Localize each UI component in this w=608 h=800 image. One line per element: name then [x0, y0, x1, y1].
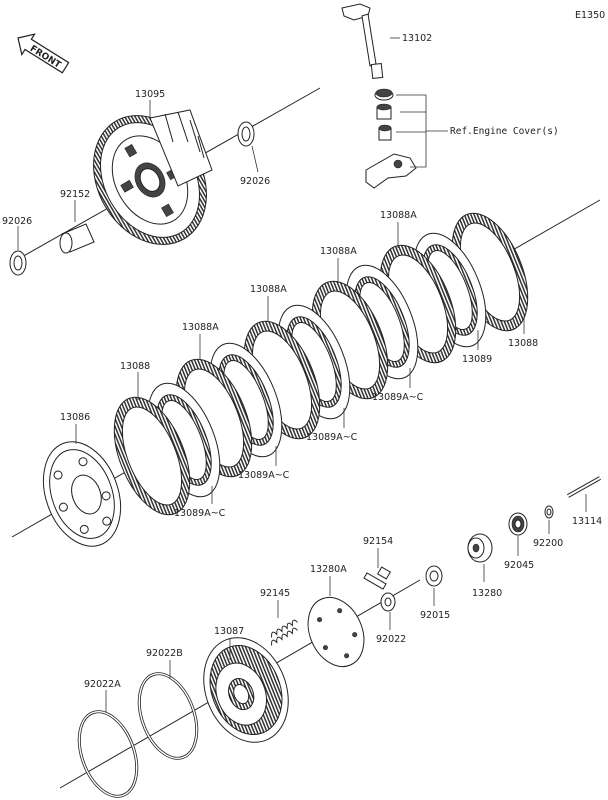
oring-92022a	[77, 710, 139, 798]
release-lever	[365, 153, 417, 189]
label-13088a-1: 13088A	[182, 322, 219, 333]
oring-92022b	[137, 672, 199, 760]
label-13280a: 13280A	[310, 564, 347, 575]
label-92152: 92152	[60, 189, 90, 200]
nut-92015	[425, 565, 443, 587]
label-92022a: 92022A	[84, 679, 121, 690]
label-92026-a: 92026	[240, 176, 270, 187]
washer-92026-a	[237, 121, 255, 147]
label-13089: 13089	[462, 354, 492, 365]
bearing-92045	[508, 512, 528, 536]
label-92200: 92200	[533, 538, 563, 549]
clutch-housing-13095	[93, 115, 207, 245]
label-13114: 13114	[572, 516, 602, 527]
pusher-13280	[467, 533, 493, 563]
collar-92152	[59, 223, 95, 254]
label-13089ac-2: 13089A~C	[238, 470, 290, 481]
label-13088a-4: 13088A	[380, 210, 417, 221]
bolt-92154	[363, 566, 392, 590]
label-13102: 13102	[402, 33, 432, 44]
label-92022b: 92022B	[146, 648, 183, 659]
diagram-code: E1350	[575, 10, 605, 21]
front-arrow-icon: FRONT	[17, 33, 70, 74]
label-13086: 13086	[60, 412, 90, 423]
washer-92200	[544, 505, 554, 519]
washer-92022	[380, 592, 396, 612]
label-13087: 13087	[214, 626, 244, 637]
push-rod-13114	[567, 476, 601, 498]
plate-13089ac-3	[277, 304, 351, 420]
clutch-housing-basket	[149, 109, 213, 187]
oil-seal-and-bearings	[374, 88, 394, 141]
pressure-plate-13086	[42, 441, 122, 547]
label-92022: 92022	[376, 634, 406, 645]
label-92145: 92145	[260, 588, 290, 599]
plate-13088-left	[113, 396, 191, 516]
label-13089ac-3: 13089A~C	[306, 432, 358, 443]
label-13088a-3: 13088A	[320, 246, 357, 257]
washer-92026-b	[9, 250, 27, 276]
label-13280: 13280	[472, 588, 502, 599]
reference-label: Ref.Engine Cover(s)	[450, 126, 559, 137]
label-92026-b: 92026	[2, 216, 32, 227]
label-13089ac-1: 13089A~C	[174, 508, 226, 519]
label-92045: 92045	[504, 560, 534, 571]
label-13088-left: 13088	[120, 361, 150, 372]
label-92154: 92154	[363, 536, 393, 547]
spring-92145	[271, 619, 298, 646]
release-shaft-13102	[341, 3, 384, 80]
label-13089ac-4: 13089A~C	[372, 392, 424, 403]
plate-13280a	[307, 596, 365, 668]
clutch-hub-13087	[203, 637, 289, 743]
label-13095: 13095	[135, 89, 165, 100]
label-92015: 92015	[420, 610, 450, 621]
label-13088-right: 13088	[508, 338, 538, 349]
label-13088a-2: 13088A	[250, 284, 287, 295]
